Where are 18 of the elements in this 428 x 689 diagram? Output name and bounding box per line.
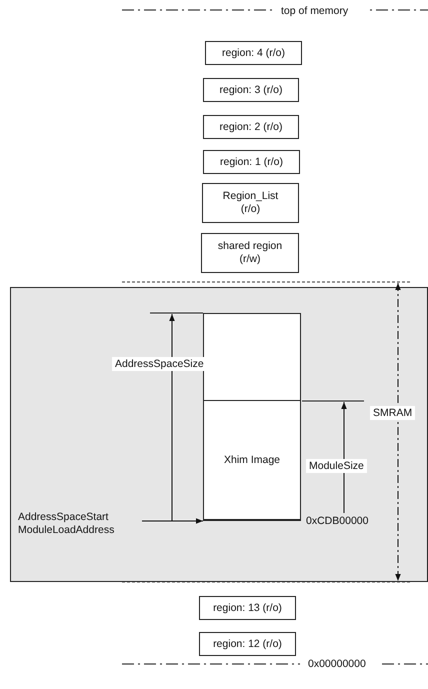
region-box: region: 1 (r/o) <box>203 150 300 174</box>
region-box: region: 12 (r/o) <box>199 632 296 656</box>
boundary-label: top of memory <box>278 4 352 18</box>
dimension-label: AddressSpaceSize <box>112 357 207 371</box>
memory-band <box>10 287 428 582</box>
address-text: AddressSpaceStart ModuleLoadAddress <box>18 508 142 540</box>
dimension-label: SMRAM <box>370 406 416 420</box>
region-box: Region_List (r/o) <box>202 183 299 223</box>
region-box: region: 2 (r/o) <box>203 115 299 139</box>
image-box: Xhim Image <box>203 400 301 521</box>
blank-box <box>203 313 301 401</box>
arrow <box>142 518 204 524</box>
region-box: region: 13 (r/o) <box>199 596 296 620</box>
address-label: 0xCDB00000 <box>306 514 368 528</box>
region-box: shared region (r/w) <box>201 233 299 273</box>
region-box: region: 3 (r/o) <box>203 78 299 102</box>
region-box: region: 4 (r/o) <box>205 41 302 65</box>
dimension-label: ModuleSize <box>306 459 367 473</box>
